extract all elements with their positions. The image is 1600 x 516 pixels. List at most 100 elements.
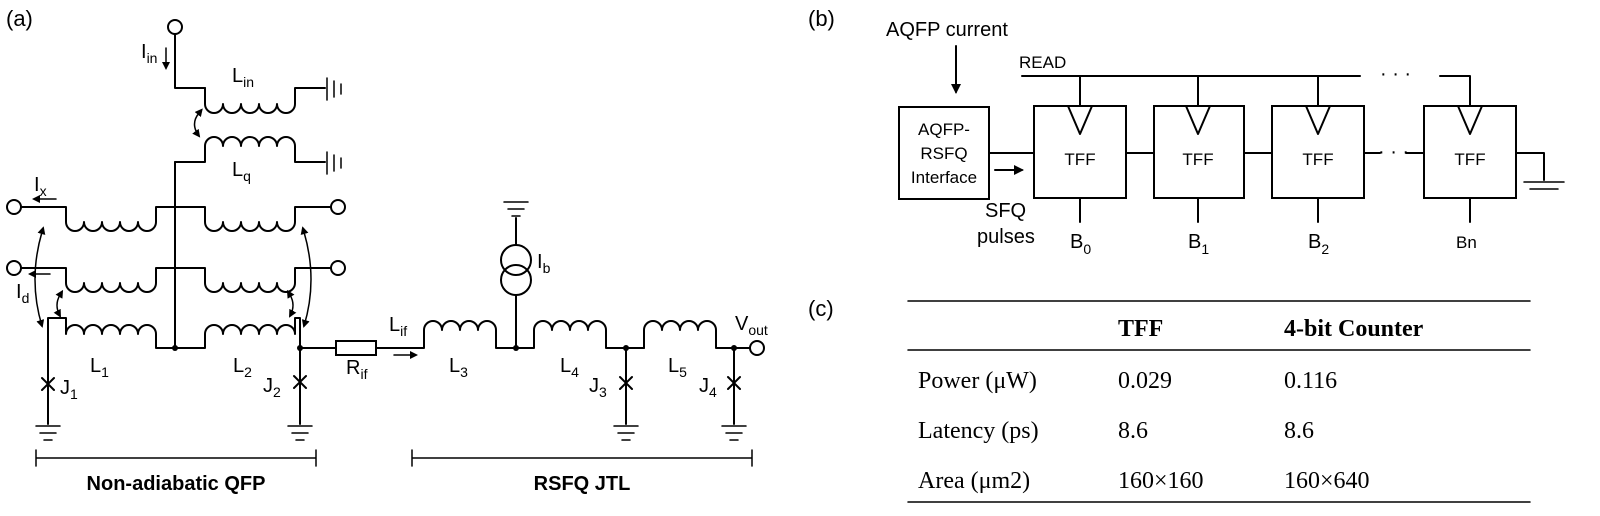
label-j1: J1 [60,377,78,402]
input-terminal [167,19,183,35]
table-row: Latency (ps) 8.6 8.6 [918,418,1314,444]
tff-box-n: TFF [1423,105,1517,199]
tff-box-1: TFF [1153,105,1245,199]
tff-label: TFF [1182,150,1213,169]
read-bus-end [1439,75,1471,107]
chain-ground [1523,181,1565,190]
ground-j2 [287,425,313,441]
label-rif: Rif [346,357,368,382]
ground-lin [326,77,342,101]
output-b0: B0 [1070,231,1091,257]
label-l3: L3 [449,355,468,380]
label-l2: L2 [233,355,252,380]
table-cell: 0.116 [1284,368,1337,394]
clock-triangle-icon [1185,105,1211,135]
interface-line-1: AQFP- [918,120,970,139]
coupling-lin-lq [192,108,203,138]
panel-b: (b) AQFP current AQFP- RSFQ Interface SF… [808,6,1565,257]
bracket-qfp [35,449,317,467]
chain-end-wire [1515,152,1545,181]
bracket-jtl [411,449,753,467]
clock-triangle-icon [1067,105,1093,135]
clock-triangle-icon [1305,105,1331,135]
table-cell: 160×640 [1284,468,1370,494]
junction-j1 [41,377,55,391]
ground-j4 [721,425,747,441]
label-ix: Ix [34,174,47,199]
label-l1: L1 [90,355,109,380]
table-cell: 8.6 [1118,418,1148,444]
tff-label: TFF [1064,150,1095,169]
output-terminal [749,340,765,356]
coil-l4 [515,320,645,349]
panel-label-a: (a) [6,6,33,31]
label-vout: Vout [735,313,768,338]
label-lin: Lin [232,65,254,90]
table-header-counter: 4-bit Counter [1284,316,1424,342]
output-bn: Bn [1456,233,1477,252]
ix-terminal-left [6,199,22,215]
aqfp-current-label: AQFP current [886,19,1008,41]
l1-l2-line [47,317,411,349]
ground-bias [503,201,529,217]
tff-box-0: TFF [1033,105,1127,199]
coupling-id-l2 [286,289,297,318]
panel-label-b: (b) [808,6,835,31]
read-label: READ [1019,53,1066,72]
table-cell: 0.029 [1118,368,1172,394]
coil-l3 [409,320,531,349]
tff-box-2: TFF [1271,105,1365,199]
table-row: Area (μm2) 160×160 160×640 [918,468,1370,494]
section-label-qfp: Non-adiabatic QFP [87,473,266,495]
read-bus-drops [1079,75,1319,107]
table-cell: Area (μm2) [918,468,1030,494]
label-lq: Lq [232,159,251,184]
id-terminal-right [330,260,346,276]
id-terminal-left [6,260,22,276]
table-header-row: TFF 4-bit Counter [1118,316,1424,342]
label-l4: L4 [560,355,579,380]
label-j4: J4 [699,375,717,400]
table-row: Power (μW) 0.029 0.116 [918,368,1337,394]
label-id: Id [16,281,29,306]
interface-line-3: Interface [911,168,977,187]
node-center [172,345,178,351]
panel-a: (a) Iin Lin Lq Ix Id L1 L2 [6,6,768,495]
ground-j1 [35,425,61,441]
ground-lq [326,151,342,175]
label-l5: L5 [668,355,687,380]
table-cell: 8.6 [1284,418,1314,444]
coupling-id-l1 [53,289,64,318]
table-cell: 160×160 [1118,468,1204,494]
clock-triangle-icon [1457,105,1483,135]
junction-j4 [727,376,741,390]
coil-l5 [625,320,751,349]
label-j2: J2 [263,375,281,400]
input-wire [174,33,206,89]
tff-label: TFF [1302,150,1333,169]
resistor-rif [335,340,377,356]
junction-j3 [619,376,633,390]
chain-dots: · · · [1378,141,1409,163]
ground-j3 [613,425,639,441]
interface-box [898,106,990,200]
label-iin: Iin [141,41,157,66]
label-ib: Ib [537,251,551,276]
coil-lq [174,136,326,163]
panel-label-c: (c) [808,296,834,321]
interface-line-2: RSFQ [920,144,967,163]
panel-c: (c) TFF 4-bit Counter Power (μW) 0.029 0… [808,296,1531,503]
coil-lin [204,87,326,114]
table-header-tff: TFF [1118,316,1163,342]
sfq-label-2: pulses [977,226,1035,248]
coupling-ix-left [34,226,46,328]
junction-j2 [293,375,307,389]
tff-label: TFF [1454,150,1485,169]
ix-terminal-right [330,199,346,215]
bias-source-bottom [500,264,532,296]
output-b1: B1 [1188,231,1209,257]
id-line [20,267,332,293]
output-stubs [1079,197,1471,223]
